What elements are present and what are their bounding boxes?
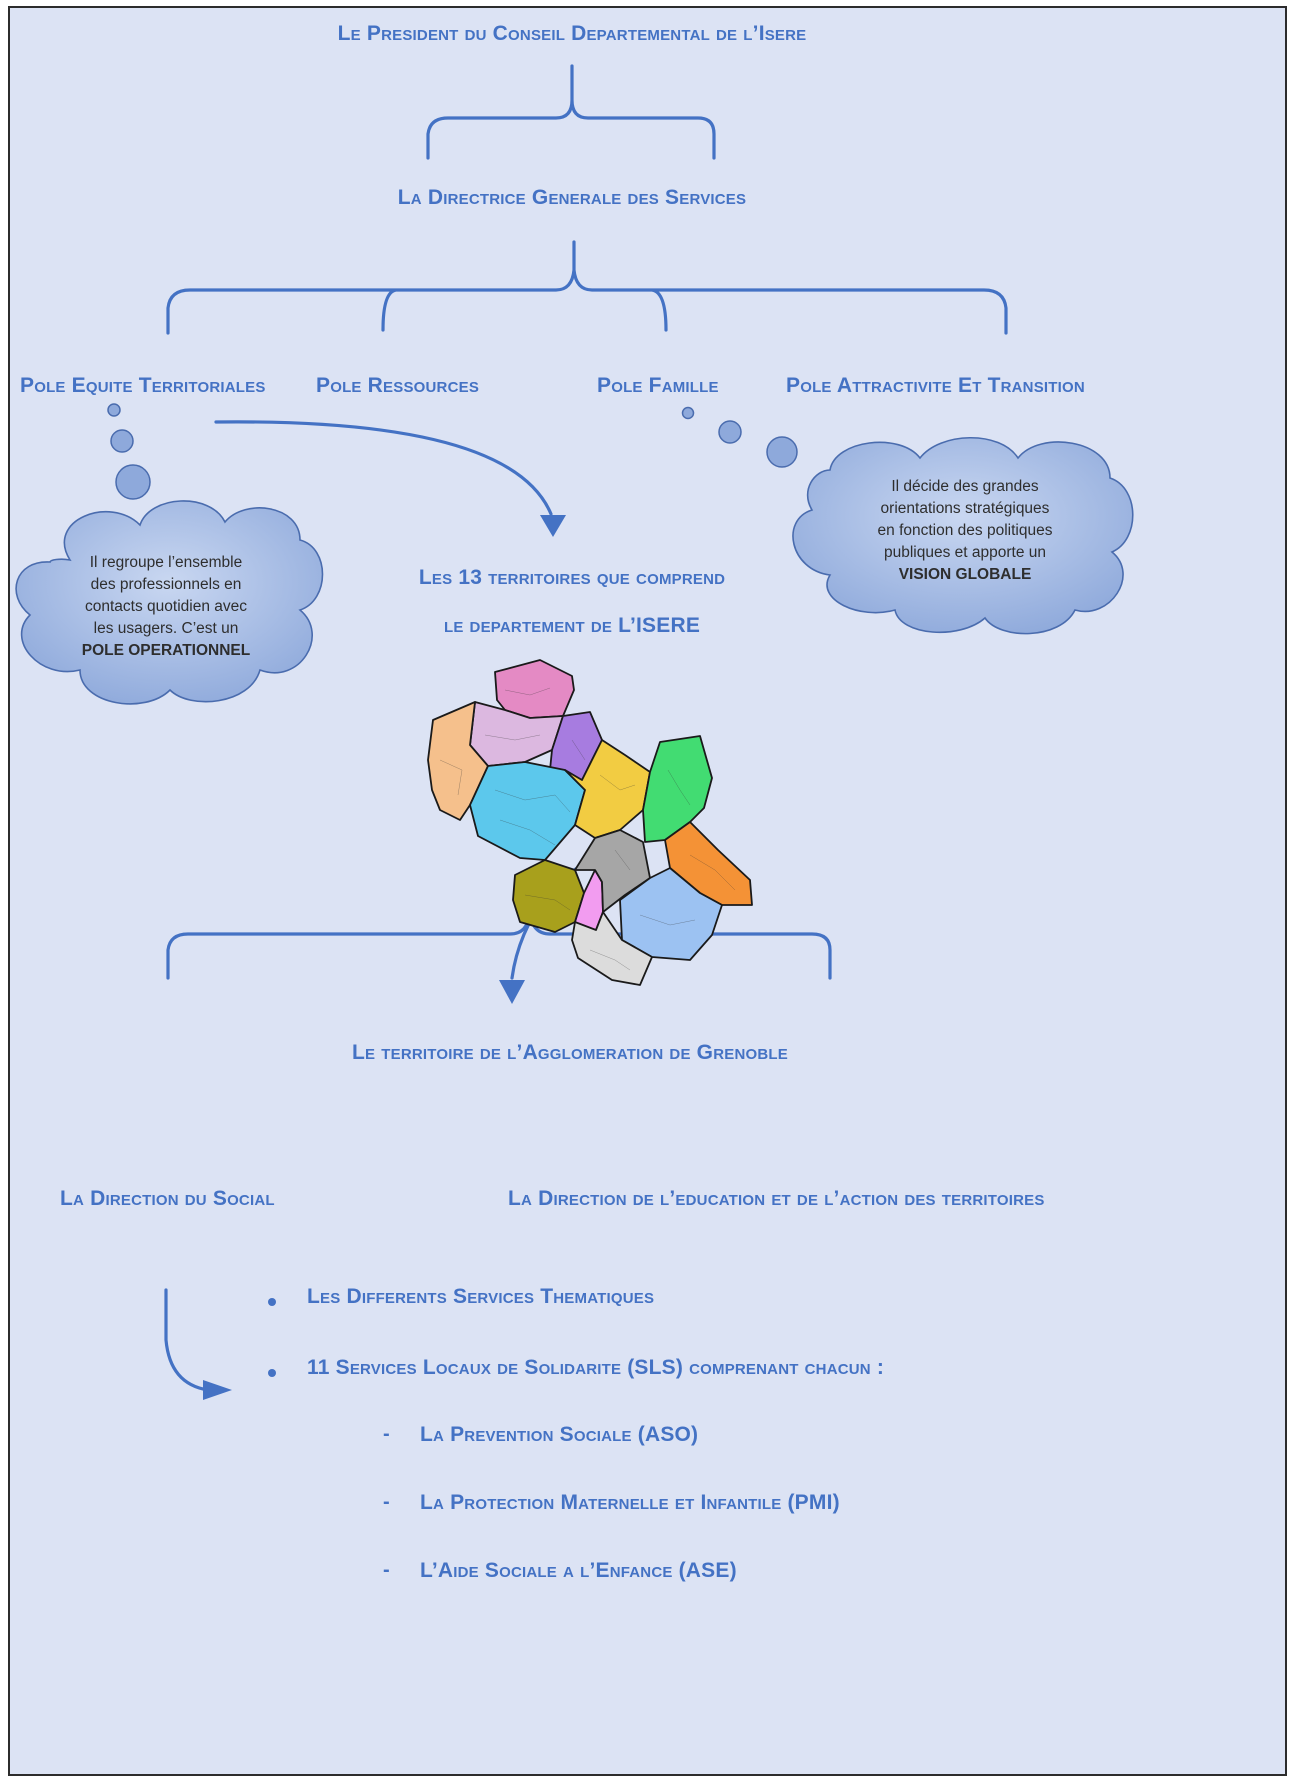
arrow-pole-to-territories xyxy=(214,420,553,516)
brace-directrice xyxy=(166,240,1008,335)
agglo-label: Le territoire de l’Agglomeration de Gren… xyxy=(352,1041,788,1064)
territories-line2: le departement de L’ISERE xyxy=(443,614,701,637)
map-territory xyxy=(512,859,585,933)
pole-ressources-label: Pole Ressources xyxy=(316,374,480,397)
thought-dot-right-2 xyxy=(718,420,742,444)
service-sls: 11 Services Locaux de Solidarite (SLS) c… xyxy=(307,1356,885,1379)
map-territory xyxy=(571,911,653,986)
brace-president xyxy=(426,64,716,160)
direction-education-label: La Direction de l’education et de l’acti… xyxy=(508,1187,1045,1210)
thought-dot-left-3 xyxy=(115,464,151,500)
cloud-left-text: Il regroupe l’ensemble des professionnel… xyxy=(81,554,251,659)
arrowhead-services xyxy=(203,1380,232,1400)
dash-icon: - xyxy=(383,1423,390,1445)
map-territory xyxy=(642,735,713,843)
sub-service-ase: L’Aide Sociale a l’Enfance (ASE) xyxy=(420,1559,737,1582)
pole-attractivite-label: Pole Attractivite Et Transition xyxy=(786,374,1085,397)
territories-line1: Les 13 territoires que comprend xyxy=(418,566,726,589)
sub-service-pmi: La Protection Maternelle et Infantile (P… xyxy=(420,1491,840,1514)
arrowhead-agglo xyxy=(499,980,525,1004)
map-territory xyxy=(469,761,586,861)
cloud-right-shape xyxy=(792,436,1134,635)
service-thematiques: Les Differents Services Thematiques xyxy=(307,1285,655,1308)
map-territory xyxy=(494,659,575,719)
cloud-right-text: Il décide des grandes orientations strat… xyxy=(877,478,1053,583)
thought-dot-left-2 xyxy=(110,429,134,453)
dash-icon: - xyxy=(383,1559,390,1581)
bullet-icon xyxy=(268,1298,276,1306)
arrow-social-to-services xyxy=(164,1288,224,1392)
direction-social-label: La Direction du Social xyxy=(60,1187,275,1210)
thought-dot-right-3 xyxy=(766,436,798,468)
map-territory xyxy=(427,701,489,821)
bullet-icon xyxy=(268,1369,276,1377)
cloud-left-bold: POLE OPERATIONNEL xyxy=(81,642,251,659)
pole-equite-label: Pole Equite Territoriales xyxy=(20,374,266,397)
thought-dot-right-1 xyxy=(681,406,695,420)
arrowhead-territories xyxy=(540,515,566,537)
president-label: Le President du Conseil Departemental de… xyxy=(337,22,807,45)
cloud-left-shape xyxy=(15,500,324,705)
cloud-right-bold: VISION GLOBALE xyxy=(898,566,1032,583)
isere-map xyxy=(427,659,753,986)
thought-dot-left-1 xyxy=(107,403,121,417)
dash-icon: - xyxy=(383,1491,390,1513)
sub-service-aso: La Prevention Sociale (ASO) xyxy=(420,1423,699,1446)
pole-famille-label: Pole Famille xyxy=(597,374,719,397)
directrice-label: La Directrice Generale des Services xyxy=(397,186,747,209)
map-commune-lines xyxy=(439,687,736,971)
